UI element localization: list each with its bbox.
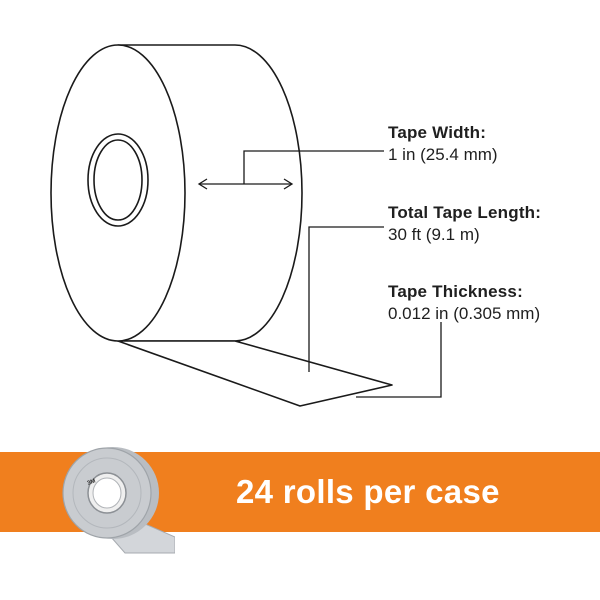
photo-core-logo: 3M xyxy=(87,478,97,486)
photo-roll-core-hole xyxy=(92,477,122,509)
spec-tape-thickness-label: Tape Thickness: xyxy=(388,282,523,301)
width-arrow-right xyxy=(283,178,294,190)
width-leader xyxy=(243,150,384,184)
width-arrow-left xyxy=(197,178,208,190)
spec-tape-thickness-value: 0.012 in (0.305 mm) xyxy=(388,304,541,323)
spec-tape-width-label: Tape Width: xyxy=(388,123,487,142)
spec-tape-width-value: 1 in (25.4 mm) xyxy=(388,145,498,164)
roll-core-inner xyxy=(93,139,143,221)
banner-text: 24 rolls per case xyxy=(236,473,500,510)
tape-roll-photo: 3M xyxy=(62,447,175,554)
spec-tape-thickness: Tape Thickness: 0.012 in (0.305 mm) xyxy=(388,281,540,325)
spec-tape-length-label: Total Tape Length: xyxy=(388,203,542,222)
tape-strip xyxy=(117,340,393,407)
length-leader xyxy=(308,226,384,372)
photo-roll-ring xyxy=(72,457,142,529)
spec-tape-width: Tape Width: 1 in (25.4 mm) xyxy=(388,122,498,166)
thickness-leader xyxy=(356,322,442,398)
spec-tape-length-value: 30 ft (9.1 m) xyxy=(388,225,480,244)
tape-roll-diagram xyxy=(50,44,442,407)
spec-tape-length: Total Tape Length: 30 ft (9.1 m) xyxy=(388,202,541,246)
roll-core-outer xyxy=(87,133,149,227)
